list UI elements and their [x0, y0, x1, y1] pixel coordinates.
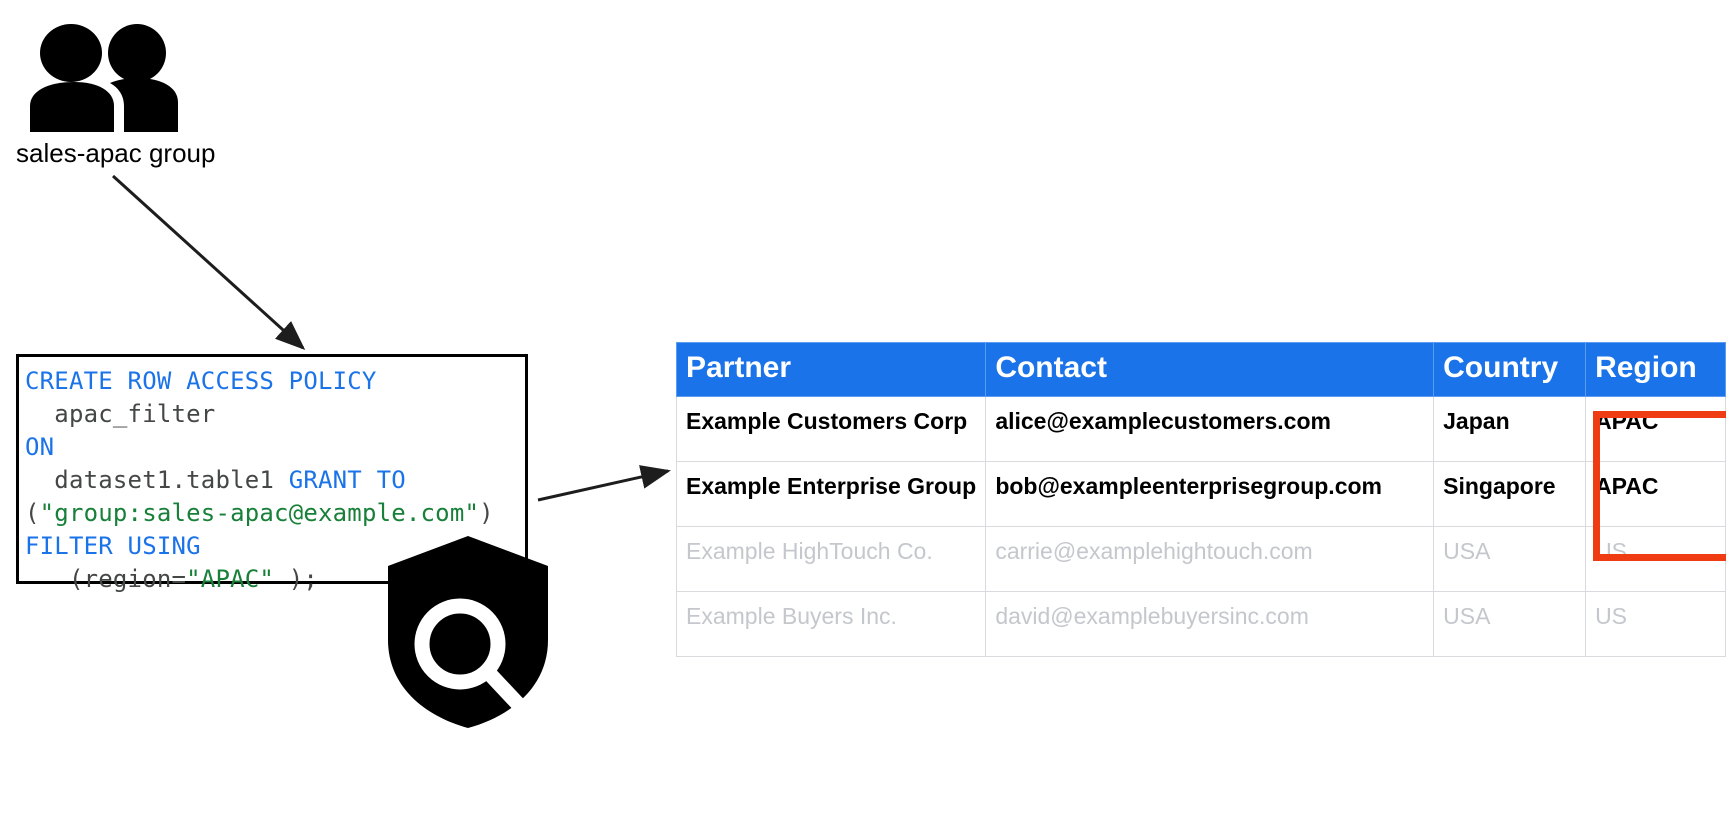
table-header-row: Partner Contact Country Region [675, 342, 1726, 397]
table-row[interactable]: Example Customers Corp alice@examplecust… [675, 395, 1726, 463]
code-token-keyword-grant: GRANT TO [288, 466, 406, 494]
cell-country: Japan [1433, 395, 1587, 463]
cell-country: Singapore [1433, 461, 1587, 528]
code-token-keyword: CREATE ROW ACCESS POLICY [25, 367, 377, 395]
column-header-country[interactable]: Country [1433, 342, 1587, 397]
table-row[interactable]: Example Enterprise Group bob@exampleente… [675, 461, 1726, 528]
column-header-partner[interactable]: Partner [675, 342, 987, 397]
cell-region: US [1585, 591, 1726, 658]
shield-search-icon [388, 536, 548, 728]
code-token-predicate: (region= [25, 565, 187, 593]
people-group-icon [18, 24, 198, 132]
code-token-table: dataset1.table1 [25, 466, 289, 494]
partner-table: Partner Contact Country Region Example C… [675, 342, 1726, 658]
code-token-keyword-on: ON [25, 433, 55, 461]
cell-contact: carrie@examplehightouch.com [985, 526, 1435, 593]
cell-partner: Example Enterprise Group [675, 461, 987, 528]
code-token-string-group: "group:sales-apac@example.com" [39, 499, 480, 527]
cell-region: US [1585, 526, 1726, 593]
code-token-paren-close: ) [479, 499, 494, 527]
sql-policy-code: CREATE ROW ACCESS POLICY apac_filter ON … [25, 365, 515, 596]
cell-contact: bob@exampleenterprisegroup.com [985, 461, 1435, 528]
cell-region: APAC [1585, 395, 1726, 463]
column-header-contact[interactable]: Contact [985, 342, 1435, 397]
cell-partner: Example HighTouch Co. [675, 526, 987, 593]
cell-region: APAC [1585, 461, 1726, 528]
code-token-identifier: apac_filter [25, 400, 216, 428]
table-row[interactable]: Example HighTouch Co. carrie@examplehigh… [675, 526, 1726, 593]
cell-partner: Example Buyers Inc. [675, 591, 987, 658]
cell-contact: david@examplebuyersinc.com [985, 591, 1435, 658]
code-token-string-apac: "APAC" [186, 565, 275, 593]
code-token-keyword-filter: FILTER USING [25, 532, 201, 560]
column-header-region[interactable]: Region [1585, 342, 1726, 397]
cell-partner: Example Customers Corp [675, 395, 987, 463]
cell-contact: alice@examplecustomers.com [985, 395, 1435, 463]
sql-policy-code-box: CREATE ROW ACCESS POLICY apac_filter ON … [16, 354, 528, 593]
cell-country: USA [1433, 526, 1587, 593]
code-token-terminator: ); [274, 565, 319, 593]
code-token-paren-open: ( [25, 499, 40, 527]
table-row[interactable]: Example Buyers Inc. david@examplebuyersi… [675, 591, 1726, 658]
group-label: sales-apac group [16, 138, 216, 168]
cell-country: USA [1433, 591, 1587, 658]
